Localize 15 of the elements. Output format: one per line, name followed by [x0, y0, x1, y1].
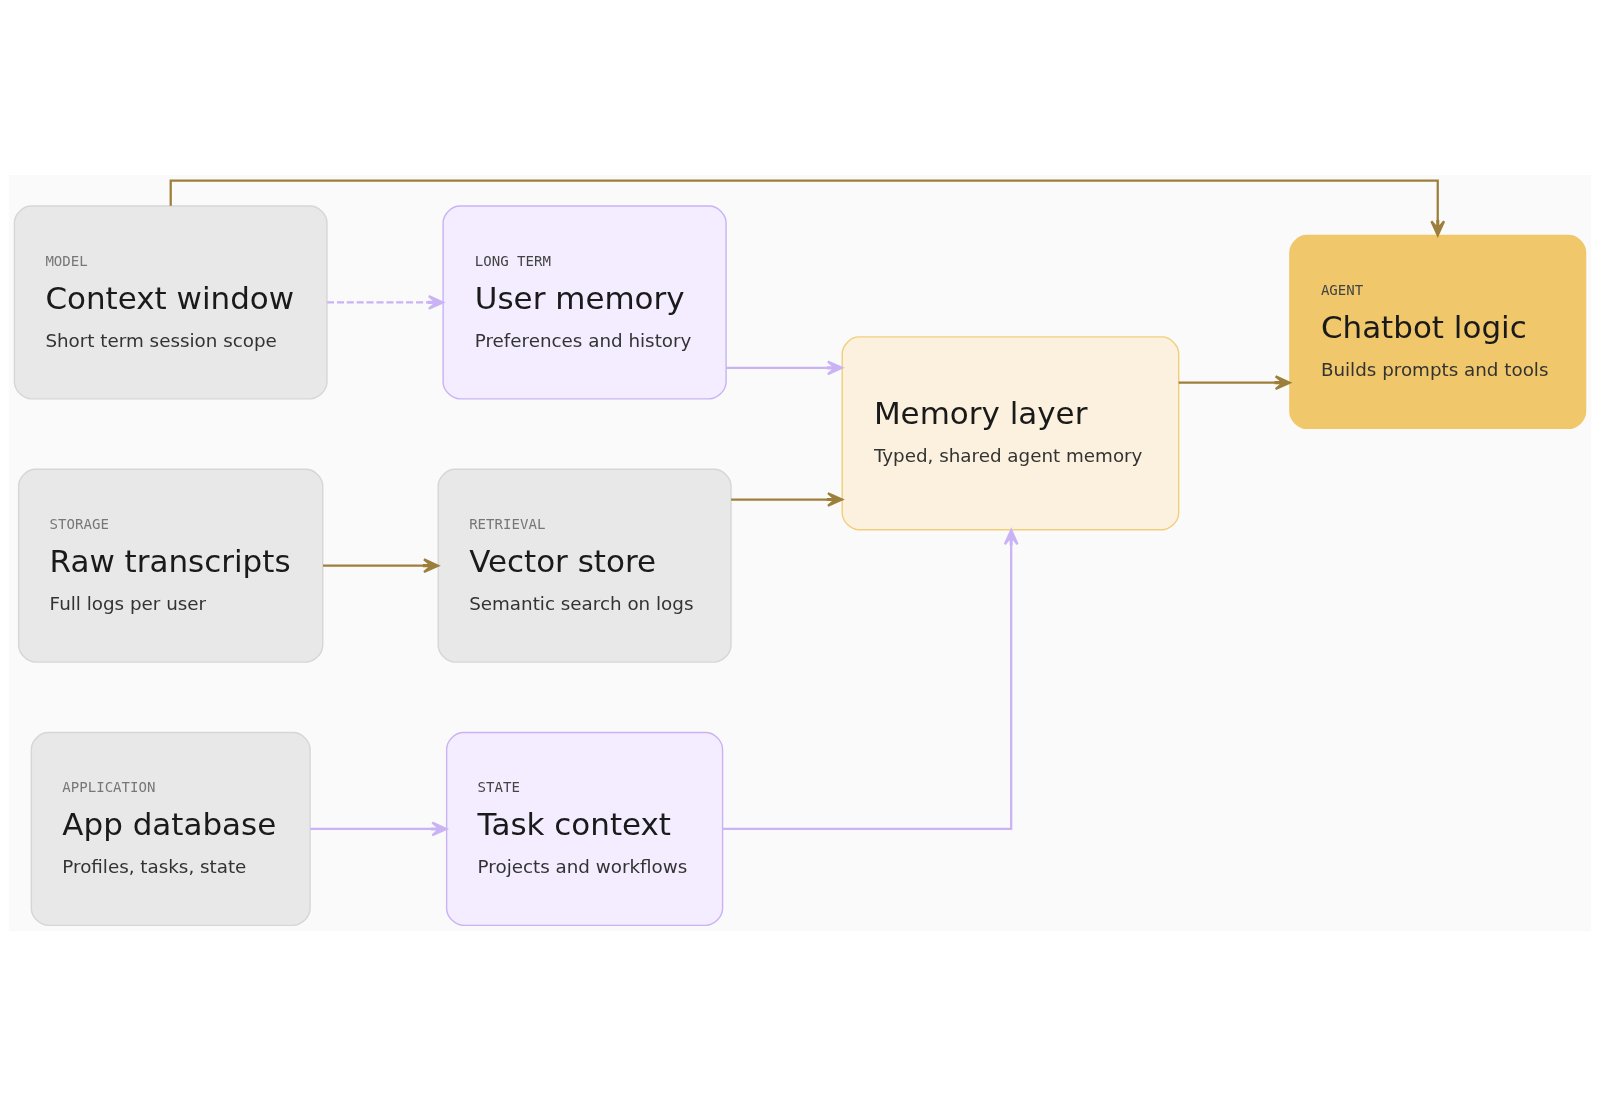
arrow	[726, 360, 844, 376]
arrow	[310, 821, 448, 837]
node-box: AGENT Chatbot logic Builds prompts and tools	[1289, 234, 1587, 430]
node-box: MODEL Context window Short term session scope	[13, 205, 328, 400]
arrow	[323, 558, 440, 574]
arrow	[1178, 375, 1291, 391]
node-box: STATE Task context Projects and workflows	[445, 731, 724, 927]
node-box: STORAGE Raw transcripts Full logs per user	[17, 468, 324, 663]
arrow	[723, 529, 1019, 831]
node-box: Memory layer Typed, shared agent memory	[841, 336, 1180, 531]
node-box: APPLICATION App database Profiles, tasks, state	[30, 731, 311, 927]
node-box: RETRIEVAL Vector store Semantic search on logs	[437, 468, 732, 663]
arrow	[327, 294, 444, 310]
arrow	[731, 492, 844, 507]
node-box: LONG TERM User memory Preferences and history	[442, 205, 727, 400]
